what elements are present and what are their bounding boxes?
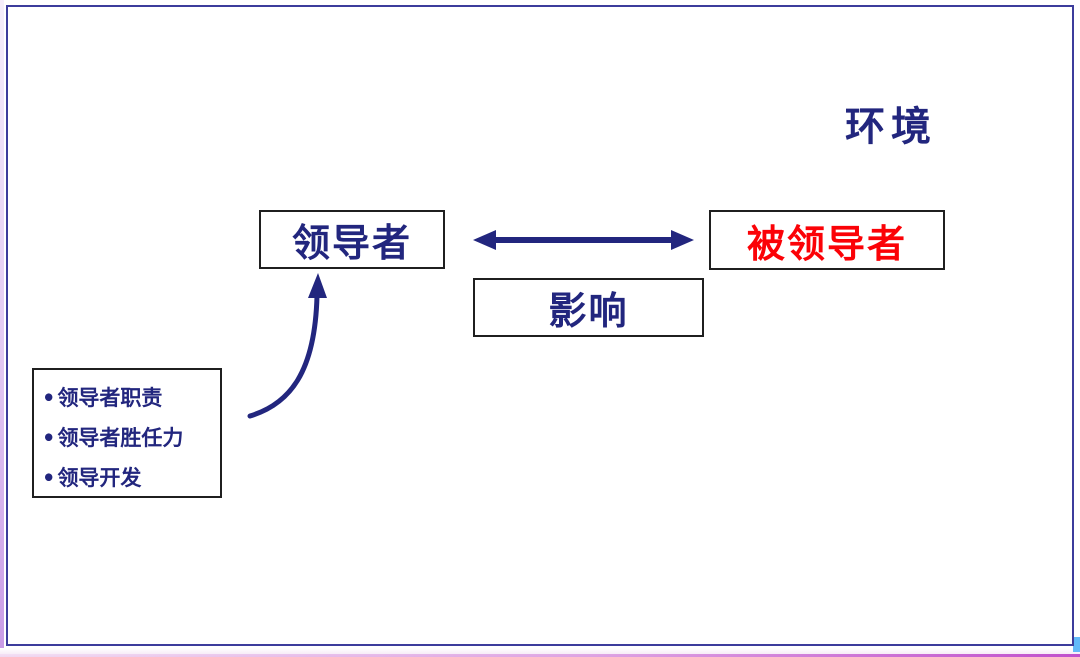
- bottom-magenta-line: [0, 654, 1080, 657]
- left-edge-strip: [0, 0, 4, 657]
- leader-topics-box: • 领导者职责 • 领导者胜任力 • 领导开发: [32, 368, 222, 498]
- list-item: • 领导开发: [42, 457, 216, 497]
- influence-box: 影响: [473, 278, 704, 337]
- bullet-icon: •: [42, 384, 56, 410]
- topic-label: 领导者胜任力: [57, 425, 184, 450]
- topic-label: 领导者职责: [57, 385, 163, 410]
- leader-box: 领导者: [259, 210, 445, 269]
- environment-label: 环境: [845, 103, 937, 150]
- list-item: • 领导者职责: [42, 377, 216, 417]
- topic-label: 领导开发: [57, 465, 142, 490]
- followers-box: 被领导者: [709, 210, 945, 270]
- bottom-edge-strip: [0, 648, 1080, 657]
- bullet-icon: •: [42, 464, 56, 490]
- scrollbar-handle: [1073, 637, 1080, 652]
- list-item: • 领导者胜任力: [42, 417, 216, 457]
- bullet-icon: •: [42, 424, 56, 450]
